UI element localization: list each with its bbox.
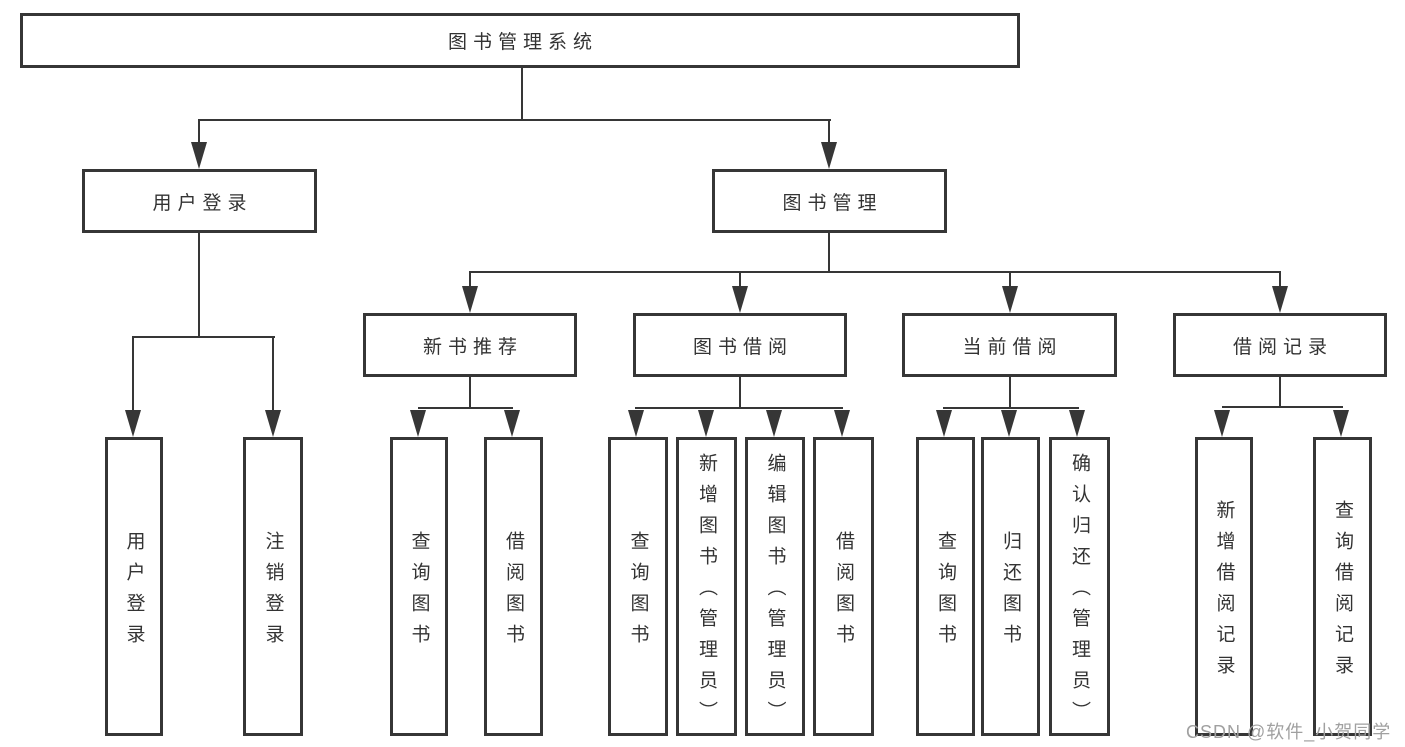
node-bb-edit-books-admin: 编辑图书（管理员） bbox=[745, 437, 805, 736]
node-cb-confirm-return-admin: 确认归还（管理员） bbox=[1049, 437, 1110, 736]
connector-book-borrow-stem bbox=[739, 377, 741, 408]
connector-borrow-record-drop bbox=[1279, 271, 1281, 287]
connector-user-login-drop bbox=[198, 119, 200, 146]
node-logout: 注销登录 bbox=[243, 437, 303, 736]
arrow-down-nbr-borrow bbox=[504, 410, 520, 437]
node-bb-borrow-books-label: 借阅图书 bbox=[833, 530, 854, 655]
node-login-label: 用户登录 bbox=[123, 530, 145, 655]
node-current-borrow: 当前借阅 bbox=[902, 313, 1117, 377]
connector-level3-branch bbox=[469, 271, 1281, 273]
arrow-down-cb-query bbox=[936, 410, 952, 437]
node-current-borrow-label: 当前借阅 bbox=[962, 336, 1063, 358]
arrow-down-br-query bbox=[1333, 410, 1349, 437]
arrow-down-logout bbox=[265, 410, 281, 437]
node-bb-edit-books-admin-label: 编辑图书（管理员） bbox=[764, 453, 786, 732]
arrow-down-book-borrow bbox=[732, 286, 748, 313]
connector-new-book-rec-stem bbox=[469, 377, 471, 408]
watermark-text: CSDN @软件_小贺同学 bbox=[1186, 722, 1392, 742]
node-bb-query-books: 查询图书 bbox=[608, 437, 668, 736]
node-book-borrow-label: 图书借阅 bbox=[692, 336, 793, 358]
connector-book-mgmt-drop bbox=[828, 119, 830, 146]
connector-book-mgmt-stem bbox=[828, 233, 830, 272]
node-bb-add-books-admin: 新增图书（管理员） bbox=[676, 437, 737, 736]
arrow-down-bb-edit bbox=[766, 410, 782, 437]
node-borrow-record-label: 借阅记录 bbox=[1232, 336, 1333, 358]
connector-logout-drop bbox=[272, 336, 274, 414]
arrow-down-borrow-record bbox=[1272, 286, 1288, 313]
arrow-down-cb-confirm bbox=[1069, 410, 1085, 437]
arrow-down-br-add bbox=[1214, 410, 1230, 437]
node-root-label: 图书管理系统 bbox=[447, 32, 598, 53]
connector-new-book-rec-drop bbox=[469, 271, 471, 287]
node-book-borrow: 图书借阅 bbox=[633, 313, 847, 377]
connector-user-login-stem bbox=[198, 233, 200, 337]
node-cb-return-books-label: 归还图书 bbox=[1000, 530, 1021, 655]
connector-current-borrow-branch bbox=[943, 407, 1079, 409]
connector-level1-branch bbox=[198, 119, 831, 121]
node-cb-query-books: 查询图书 bbox=[916, 437, 975, 736]
arrow-down-nbr-query bbox=[410, 410, 426, 437]
connector-current-borrow-stem bbox=[1009, 377, 1011, 408]
node-user-login-label: 用户登录 bbox=[152, 192, 253, 214]
node-cb-query-books-label: 查询图书 bbox=[935, 530, 956, 655]
node-br-add-record-label: 新增借阅记录 bbox=[1213, 499, 1235, 686]
connector-borrow-record-branch bbox=[1222, 406, 1343, 408]
arrow-down-bb-add bbox=[698, 410, 714, 437]
node-root: 图书管理系统 bbox=[20, 13, 1020, 68]
connector-borrow-record-stem bbox=[1279, 377, 1281, 407]
node-bb-borrow-books: 借阅图书 bbox=[813, 437, 874, 736]
arrow-down-bb-query bbox=[628, 410, 644, 437]
node-bb-add-books-admin-label: 新增图书（管理员） bbox=[696, 453, 717, 732]
arrow-down-login bbox=[125, 410, 141, 437]
node-br-query-record: 查询借阅记录 bbox=[1313, 437, 1372, 736]
connector-book-borrow-branch bbox=[635, 407, 843, 409]
connector-current-borrow-drop bbox=[1009, 271, 1011, 287]
arrow-down-book-mgmt bbox=[821, 142, 837, 169]
connector-login-drop bbox=[132, 336, 134, 414]
node-bb-query-books-label: 查询图书 bbox=[627, 530, 649, 655]
node-cb-return-books: 归还图书 bbox=[981, 437, 1040, 736]
node-user-login: 用户登录 bbox=[82, 169, 317, 233]
node-borrow-record: 借阅记录 bbox=[1173, 313, 1387, 377]
connector-root-stem bbox=[521, 68, 523, 120]
node-book-mgmt-label: 图书管理 bbox=[782, 192, 883, 214]
node-new-book-rec: 新书推荐 bbox=[363, 313, 577, 377]
connector-new-book-rec-branch bbox=[418, 407, 513, 409]
node-br-query-record-label: 查询借阅记录 bbox=[1332, 499, 1353, 686]
node-new-book-rec-label: 新书推荐 bbox=[422, 336, 523, 358]
node-login: 用户登录 bbox=[105, 437, 163, 736]
connector-user-login-branch bbox=[132, 336, 275, 338]
connector-book-borrow-drop bbox=[739, 271, 741, 287]
node-nbr-query-books: 查询图书 bbox=[390, 437, 448, 736]
arrow-down-cb-return bbox=[1001, 410, 1017, 437]
node-nbr-query-books-label: 查询图书 bbox=[408, 530, 430, 655]
arrow-down-current-borrow bbox=[1002, 286, 1018, 313]
node-nbr-borrow-books-label: 借阅图书 bbox=[503, 530, 524, 655]
node-cb-confirm-return-admin-label: 确认归还（管理员） bbox=[1069, 453, 1090, 732]
node-book-mgmt: 图书管理 bbox=[712, 169, 947, 233]
node-nbr-borrow-books: 借阅图书 bbox=[484, 437, 543, 736]
arrow-down-bb-borrow bbox=[834, 410, 850, 437]
arrow-down-new-book-rec bbox=[462, 286, 478, 313]
node-br-add-record: 新增借阅记录 bbox=[1195, 437, 1253, 736]
node-logout-label: 注销登录 bbox=[262, 530, 284, 655]
arrow-down-user-login bbox=[191, 142, 207, 169]
